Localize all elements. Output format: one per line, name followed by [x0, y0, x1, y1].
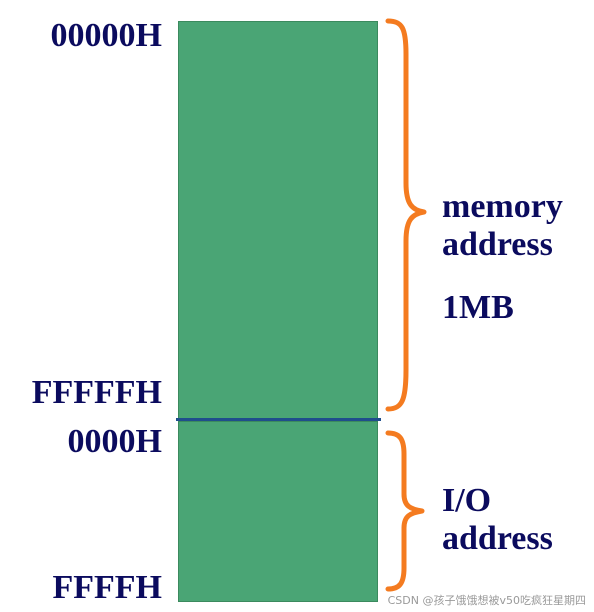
io-address-space-block	[178, 421, 378, 602]
memory-address-label: memory address	[442, 188, 563, 264]
memory-label-line2: address	[442, 226, 553, 263]
memory-brace-icon	[385, 18, 427, 412]
memory-size-label: 1MB	[442, 289, 514, 326]
io-address-label: I/O address	[442, 482, 553, 558]
io-label-line2: address	[442, 520, 553, 557]
io-brace-icon	[385, 430, 425, 592]
io-end-address: FFFFH	[52, 569, 162, 606]
address-space-divider	[176, 418, 381, 421]
memory-address-space-block	[178, 21, 378, 421]
watermark: CSDN @孩子饿饿想被v50吃疯狂星期四	[387, 594, 586, 607]
io-start-address: 0000H	[67, 423, 162, 460]
io-label-line1: I/O	[442, 482, 492, 519]
memory-start-address: 00000H	[50, 17, 162, 54]
memory-label-line1: memory	[442, 188, 563, 225]
memory-end-address: FFFFFH	[31, 374, 162, 411]
